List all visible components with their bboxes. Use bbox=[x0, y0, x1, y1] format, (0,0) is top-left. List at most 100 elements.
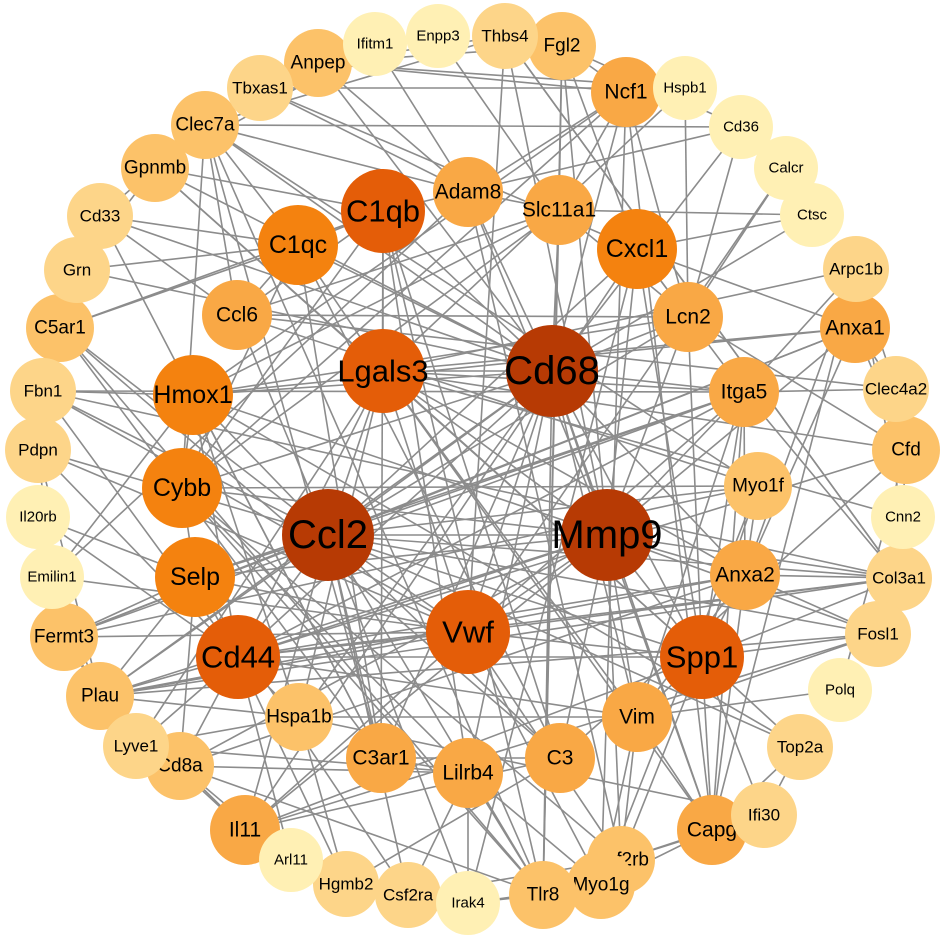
node-circle bbox=[153, 355, 233, 435]
edge-mmp9-capg bbox=[606, 534, 713, 831]
node-label: Ccl6 bbox=[216, 304, 258, 327]
edge-lgals3-lyve1 bbox=[135, 370, 384, 747]
edge-itga5-vim bbox=[636, 391, 745, 718]
node-label: Ifitm1 bbox=[357, 36, 394, 53]
node-label: C1qb bbox=[346, 194, 420, 229]
edge-ccl2-myo1f bbox=[327, 485, 759, 536]
node-cd33: Cd33 bbox=[67, 183, 133, 249]
node-ccl2: Ccl2 bbox=[282, 489, 374, 581]
node-circle bbox=[820, 293, 890, 363]
node-label: Myo1f bbox=[732, 476, 784, 497]
node-circle bbox=[525, 723, 595, 793]
node-circle bbox=[30, 603, 98, 671]
node-label: Tbxas1 bbox=[232, 79, 288, 98]
node-grn: Grn bbox=[44, 237, 110, 303]
node-tbxas1: Tbxas1 bbox=[227, 55, 293, 121]
node-circle bbox=[509, 861, 577, 929]
edge-itga5-col3a1 bbox=[743, 391, 900, 579]
node-label: Clec7a bbox=[175, 115, 235, 136]
node-label: Slc11a1 bbox=[522, 199, 596, 222]
node-label: Lcn2 bbox=[665, 306, 711, 329]
node-label: Lilrb4 bbox=[442, 762, 494, 785]
node-circle bbox=[871, 485, 935, 549]
node-c1qc: C1qc bbox=[258, 205, 338, 285]
node-cd36: Cd36 bbox=[709, 95, 773, 159]
node-label: Grn bbox=[63, 261, 91, 280]
edge-slc11a1-ctsc bbox=[558, 209, 813, 216]
node-clec4a2: Clec4a2 bbox=[863, 356, 929, 422]
node-circle bbox=[524, 175, 594, 245]
node-circle bbox=[709, 95, 773, 159]
node-myo1g: Myo1g bbox=[567, 851, 635, 919]
node-fgl2: Fgl2 bbox=[528, 12, 596, 80]
node-label: Emilin1 bbox=[27, 569, 76, 586]
node-csf2ra: Csf2ra bbox=[375, 862, 441, 928]
node-circle bbox=[863, 356, 929, 422]
node-label: Cd36 bbox=[723, 119, 759, 136]
edge-cd44-pdpn bbox=[37, 449, 239, 658]
edge-cd68-grn bbox=[76, 269, 553, 372]
edge-hmox1-slc11a1 bbox=[192, 209, 560, 396]
edge-vwf-pdpn bbox=[37, 449, 469, 633]
edge-c1qb-tlr8 bbox=[382, 210, 544, 896]
node-cnn2: Cnn2 bbox=[871, 485, 935, 549]
node-label: Clec4a2 bbox=[865, 380, 927, 399]
edge-c3ar1-cd33 bbox=[99, 215, 382, 759]
edge-lilrb4-cd8a bbox=[179, 765, 469, 774]
node-label: Adam8 bbox=[435, 181, 502, 204]
node-label: C3 bbox=[547, 747, 574, 770]
edge-cd68-hspa1b bbox=[298, 370, 553, 718]
node-fbn1: Fbn1 bbox=[10, 358, 76, 424]
node-col3a1: Col3a1 bbox=[866, 545, 932, 611]
node-spp1: Spp1 bbox=[660, 615, 744, 699]
node-label: Cnn2 bbox=[885, 509, 921, 526]
node-circle bbox=[567, 851, 635, 919]
node-label: Top2a bbox=[777, 738, 824, 757]
edge-anxa2-capg bbox=[711, 574, 746, 831]
edge-adam8-csf2rb bbox=[467, 191, 622, 861]
edge-ccl2-il11 bbox=[244, 534, 329, 831]
node-circle bbox=[653, 282, 723, 352]
edge-lcn2-ncf1 bbox=[625, 91, 689, 318]
node-label: Fermt3 bbox=[34, 627, 94, 648]
node-thbs4: Thbs4 bbox=[472, 3, 538, 69]
node-hmox1: Hmox1 bbox=[153, 355, 233, 435]
edge-ccl2-lcn2 bbox=[327, 316, 689, 536]
node-circle bbox=[506, 325, 598, 417]
node-circle bbox=[10, 358, 76, 424]
node-circle bbox=[66, 662, 134, 730]
edge-c3-il11 bbox=[244, 757, 561, 831]
node-il20rb: Il20rb bbox=[6, 485, 70, 549]
node-label: Il11 bbox=[229, 819, 261, 842]
edge-c1qc-c3 bbox=[297, 244, 561, 759]
node-plau: Plau bbox=[66, 662, 134, 730]
edge-lgals3-anxa2 bbox=[382, 370, 746, 576]
node-label: C1qc bbox=[269, 231, 327, 259]
node-label: Hspa1b bbox=[266, 707, 332, 728]
node-c1qb: C1qb bbox=[341, 169, 425, 253]
edge-hmox1-hspa1b bbox=[192, 394, 300, 718]
edge-myo1f-clec7a bbox=[204, 124, 759, 487]
node-circle bbox=[343, 12, 407, 76]
edge-cd68-anxa2 bbox=[551, 370, 746, 576]
node-label: Lgals3 bbox=[337, 354, 428, 389]
edge-ccl2-spp1 bbox=[327, 534, 703, 658]
edge-hmox1-lcn2 bbox=[192, 316, 689, 396]
edge-cybb-lilrb4 bbox=[181, 487, 469, 774]
edge-ccl6-lcn2 bbox=[236, 314, 689, 318]
node-hgmb2: Hgmb2 bbox=[313, 851, 379, 917]
node-ctsc: Ctsc bbox=[780, 183, 844, 247]
node-label: Fgl2 bbox=[544, 36, 581, 57]
node-anxa2: Anxa2 bbox=[710, 540, 780, 610]
edge-ccl2-irak4 bbox=[327, 534, 469, 904]
node-circle bbox=[754, 136, 818, 200]
node-circle bbox=[5, 417, 71, 483]
node-ifitm1: Ifitm1 bbox=[343, 12, 407, 76]
node-lcn2: Lcn2 bbox=[653, 282, 723, 352]
edge-clec7a-cd36 bbox=[204, 124, 742, 128]
node-mmp9: Mmp9 bbox=[551, 489, 663, 581]
edge-cd44-itga5 bbox=[237, 391, 745, 658]
node-circle bbox=[20, 545, 84, 609]
edge-cd8a-tlr8 bbox=[179, 765, 544, 896]
edge-ccl2-fosl1 bbox=[327, 534, 879, 635]
